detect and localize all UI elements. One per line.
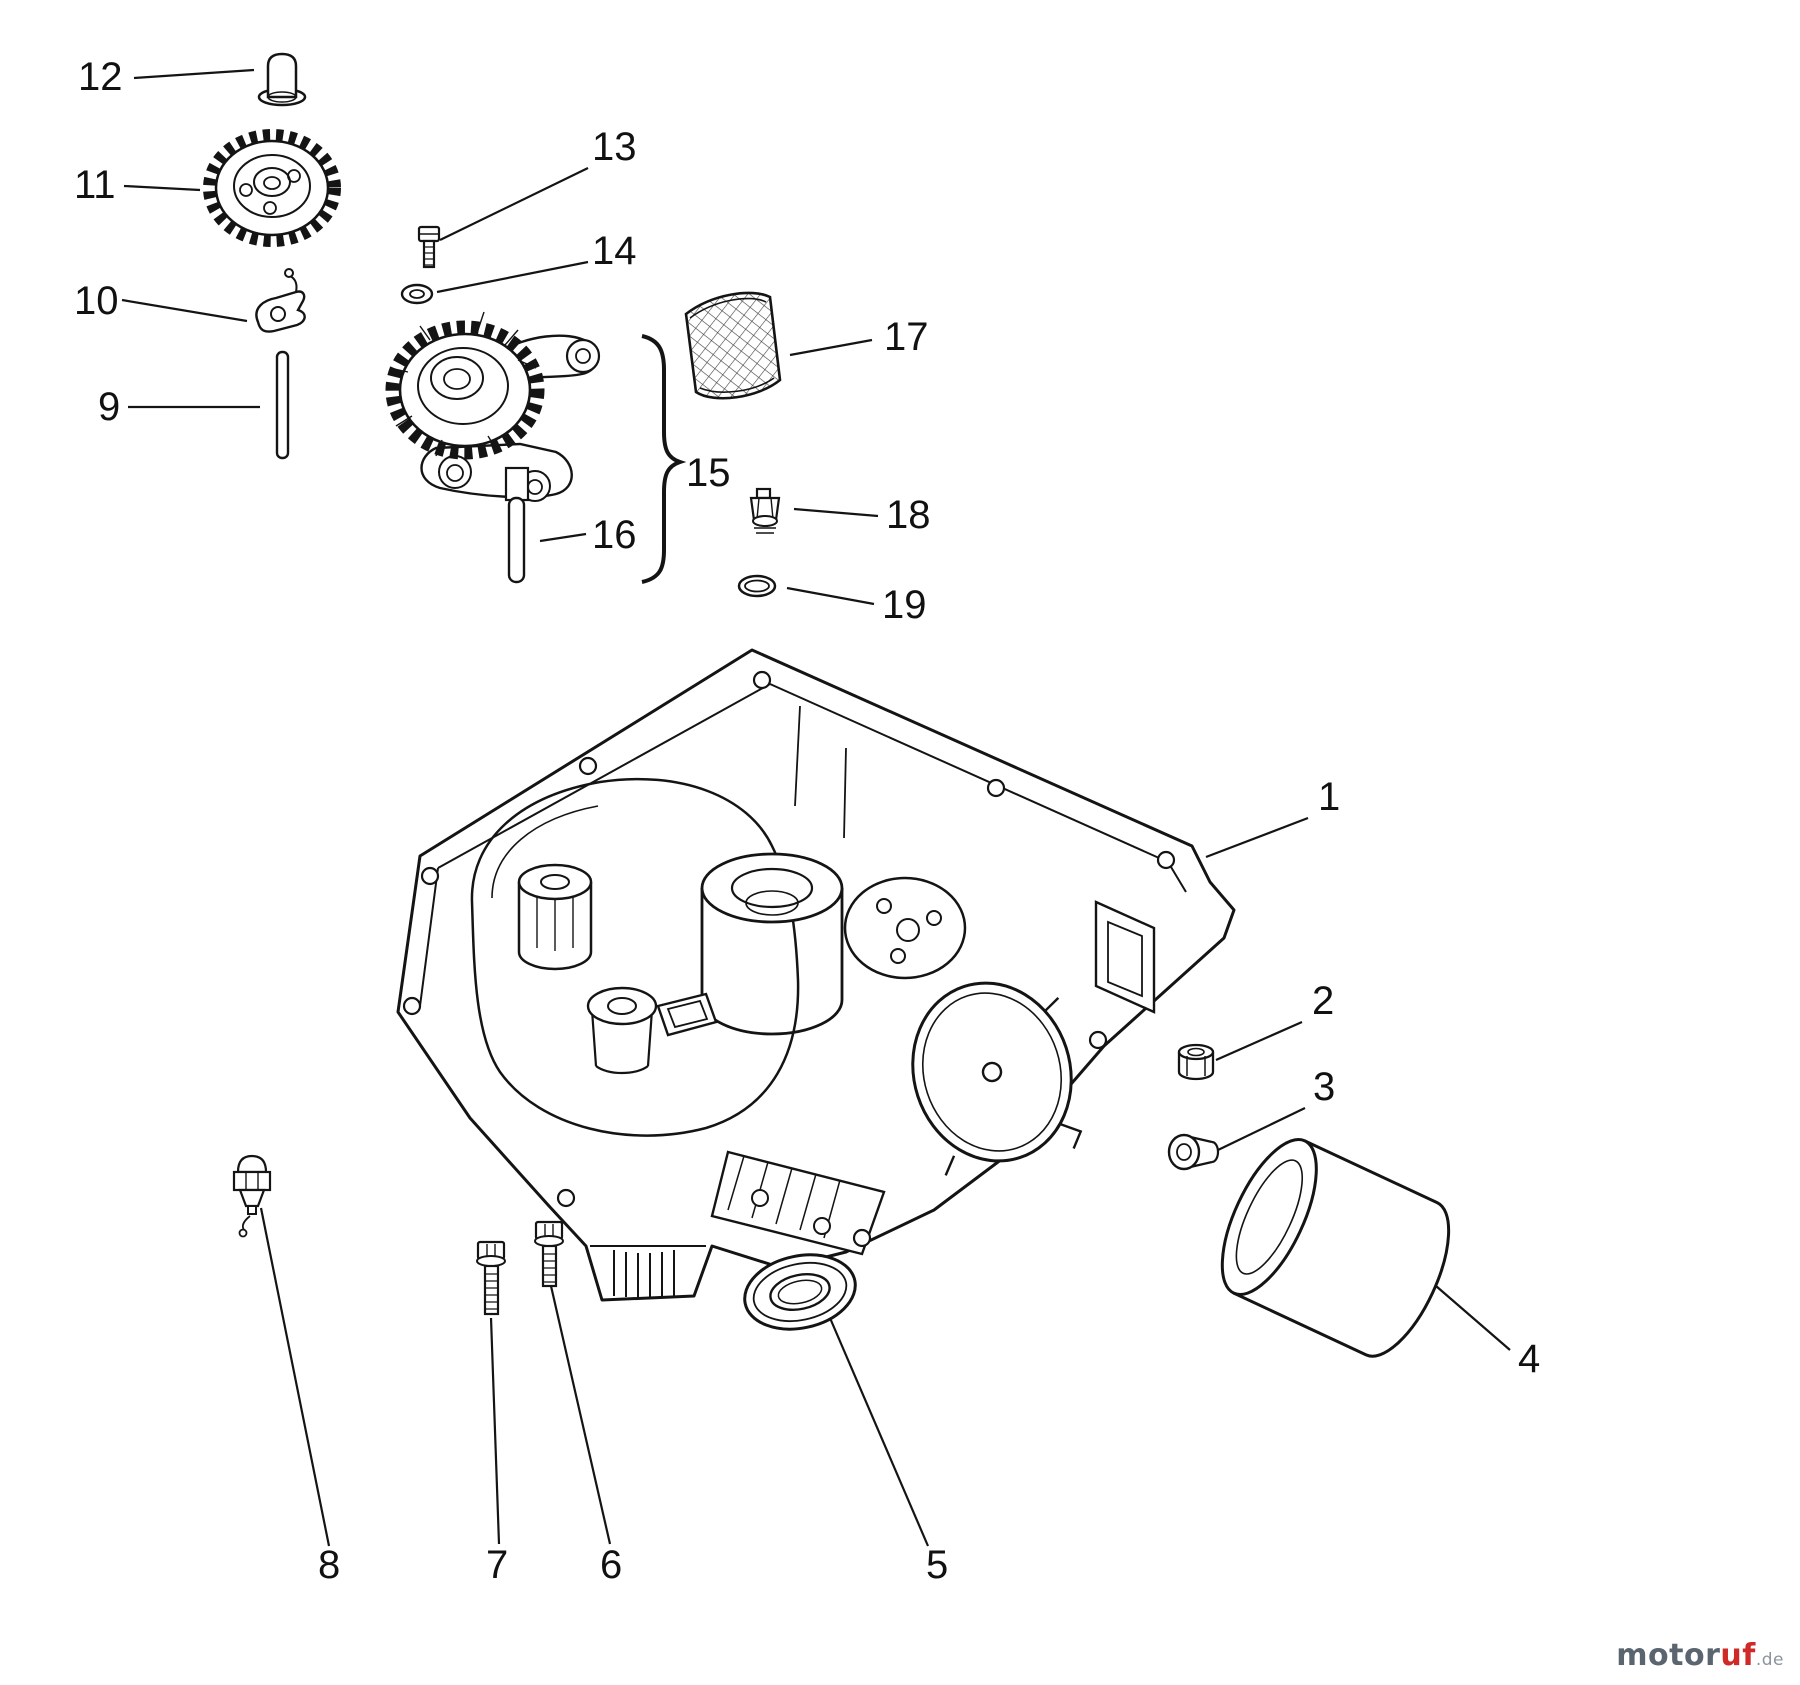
pan-oblong-boss (586, 986, 658, 1075)
hex-nut (1177, 1043, 1215, 1081)
oil-passage-plug (749, 487, 781, 534)
pan-square-boss (656, 992, 718, 1037)
callout-4: 4 (1518, 1337, 1540, 1381)
callout-2: 2 (1312, 979, 1334, 1023)
callout-7: 7 (486, 1543, 508, 1587)
pan-pump-pad (843, 876, 967, 980)
leader-lines (121, 68, 1511, 1547)
callout-1: 1 (1318, 775, 1340, 819)
o-ring (737, 574, 777, 598)
oil-pressure-switch (232, 1154, 272, 1238)
watermark-brand: motor (1616, 1638, 1721, 1673)
callout-10: 10 (74, 279, 119, 323)
governor-disc (911, 981, 1083, 1176)
shoulder-screw (417, 225, 441, 269)
governor-pin (275, 350, 290, 460)
hex-bolt-7 (476, 1240, 506, 1316)
callout-13: 13 (592, 125, 637, 169)
camshaft-gear (203, 129, 341, 247)
callout-17: 17 (884, 315, 929, 359)
pan-cooling-fins (590, 1245, 706, 1298)
hex-bolt-6 (534, 1220, 564, 1288)
callout-8: 8 (318, 1543, 340, 1587)
pan-boss-small (517, 863, 593, 971)
callout-19: 19 (882, 583, 927, 627)
callout-5: 5 (926, 1543, 948, 1587)
pan-ribbed-pocket (710, 1150, 886, 1256)
watermark-logo: motoruf.de (1616, 1638, 1784, 1673)
callout-9: 9 (98, 385, 120, 429)
callout-12: 12 (78, 55, 123, 99)
drain-plug (1167, 1133, 1220, 1171)
callout-6: 6 (600, 1543, 622, 1587)
pump-shaft-pin (507, 496, 526, 584)
oil-pan (396, 648, 1236, 1302)
oil-screen (684, 291, 782, 400)
pan-bolt-holes (402, 670, 1176, 1248)
washer (400, 283, 434, 305)
bracket-15 (641, 334, 687, 584)
callout-11: 11 (74, 163, 116, 207)
breather-cap (257, 52, 307, 107)
callout-labels: 12 11 13 14 10 9 17 15 16 18 19 1 2 3 4 … (74, 55, 1540, 1587)
callout-16: 16 (592, 513, 637, 557)
callout-15: 15 (686, 451, 731, 495)
callout-14: 14 (592, 229, 637, 273)
callout-18: 18 (886, 493, 931, 537)
watermark-accent: uf (1720, 1638, 1756, 1673)
watermark-tld: .de (1755, 1650, 1784, 1670)
governor-lever (255, 268, 306, 333)
pan-side-bracket (1094, 900, 1156, 1014)
oil-pump-assembly (385, 311, 601, 584)
oil-filter (1220, 1138, 1451, 1358)
oil-seal (743, 1253, 857, 1331)
callout-3: 3 (1313, 1065, 1335, 1109)
